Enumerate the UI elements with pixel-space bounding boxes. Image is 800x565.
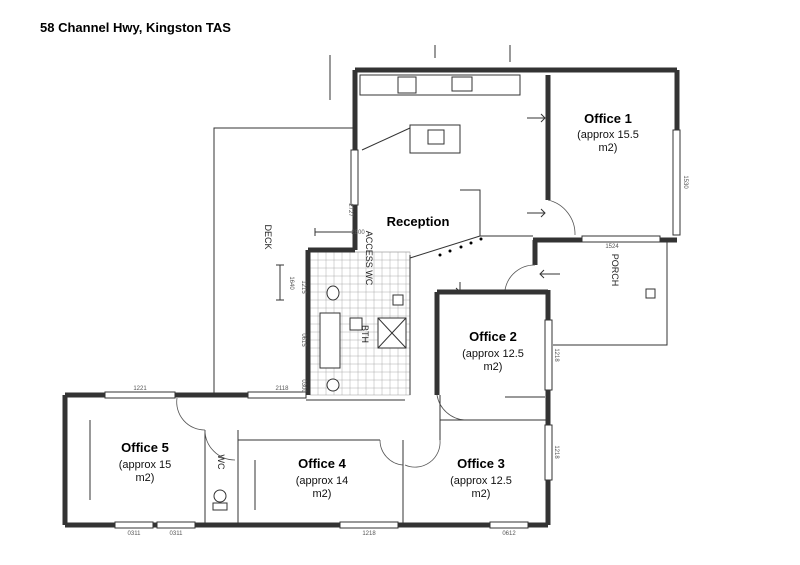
office-1-area: (approx 15.5 — [577, 129, 639, 141]
kitchen — [359, 74, 521, 154]
dim-0311-a: 0311 — [128, 531, 142, 537]
office-2-label: Office 2 — [469, 329, 517, 344]
office-5-area: (approx 15 — [119, 459, 172, 471]
dim-1524: 1524 — [605, 244, 619, 250]
office-5-area-unit: m2) — [136, 472, 155, 484]
office-3-area: (approx 12.5 — [450, 475, 512, 487]
office-2-walls — [434, 289, 553, 430]
dotted-line — [438, 237, 483, 257]
office-3-area-unit: m2) — [472, 488, 491, 500]
dim-0615: 0615 — [300, 333, 306, 347]
office-1-area-unit: m2) — [599, 142, 618, 154]
dim-2118: 2118 — [276, 386, 290, 392]
plan-title: 58 Channel Hwy, Kingston TAS — [40, 20, 231, 35]
reception-label: Reception — [387, 214, 450, 229]
dim-0300: 0300 — [300, 379, 306, 393]
bth-label: BTH — [360, 325, 370, 343]
dim-0612: 0612 — [502, 531, 516, 537]
office-5-label: Office 5 — [121, 440, 169, 455]
dim-1640: 1640 — [288, 276, 294, 290]
access-wc-label: ACCESS WC — [364, 231, 374, 286]
office-2-area-unit: m2) — [484, 361, 503, 373]
dim-1215: 1215 — [300, 280, 306, 294]
office-4-area-unit: m2) — [313, 488, 332, 500]
office-3-label: Office 3 — [457, 456, 505, 471]
dim-1530: 1530 — [682, 175, 688, 189]
dimension-marks — [276, 228, 355, 301]
wc-label: WC — [216, 455, 226, 470]
dim-1218-b: 1218 — [553, 445, 559, 459]
office-1-label: Office 1 — [584, 111, 632, 126]
porch-outline — [553, 240, 668, 346]
dim-2727: 2727 — [347, 203, 353, 217]
dim-1218-a: 1218 — [362, 531, 376, 537]
porch-post — [645, 288, 656, 299]
office-4-label: Office 4 — [298, 456, 346, 471]
deck-label: DECK — [263, 224, 273, 249]
dim-1218-c: 1218 — [553, 348, 559, 362]
lower-walls — [62, 391, 553, 529]
dim-1221: 1221 — [133, 386, 147, 392]
office-4-area: (approx 14 — [296, 475, 349, 487]
dim-2800: 2800 — [351, 230, 365, 236]
porch-label: PORCH — [610, 254, 620, 287]
upper-walls — [350, 67, 681, 291]
dim-0311-b: 0311 — [170, 531, 184, 537]
bathroom-block — [305, 247, 411, 396]
office-2-area: (approx 12.5 — [462, 348, 524, 360]
